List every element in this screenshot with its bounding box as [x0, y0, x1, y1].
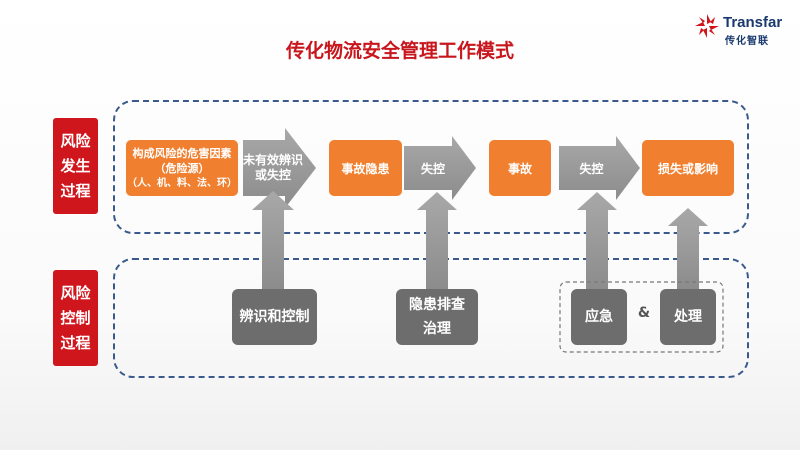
label-line: 过程	[60, 333, 91, 352]
arrow-1-shape	[243, 128, 316, 208]
identify-control-box: 辨识和控制	[232, 289, 317, 345]
accident-hazard-box: 事故隐患	[329, 140, 402, 196]
up-arrow-emergency	[577, 192, 617, 289]
risk-occurrence-label: 风险 发生 过程	[53, 118, 98, 214]
arrow-1-line: 或失控	[254, 168, 291, 182]
page-title: 传化物流安全管理工作模式	[285, 40, 514, 62]
ampersand: &	[637, 305, 651, 321]
up-arrow-hazard	[417, 192, 457, 289]
accident-box: 事故	[489, 140, 551, 196]
hazard-factors-line: 构成风险的危害因素	[132, 146, 232, 160]
emergency-box: 应急	[571, 289, 627, 345]
loss-impact-box: 损失或影响	[642, 140, 734, 196]
emergency-group-frame	[559, 281, 724, 353]
hazard-factors-box: 构成风险的危害因素 （危险源） （人、机、料、法、环）	[126, 140, 238, 196]
hazard-inspection-box: 隐患排查 治理	[396, 289, 478, 345]
label-line: 风险	[60, 131, 91, 150]
label-line: 发生	[60, 156, 91, 175]
handle-box: 处理	[660, 289, 716, 345]
arrow-2-shape	[404, 136, 476, 200]
up-arrow-handle	[668, 208, 708, 289]
hazard-inspection-line: 隐患排查	[409, 297, 465, 313]
hazard-inspection-line: 治理	[423, 321, 451, 337]
hazard-factors-line: （危险源）	[154, 161, 210, 175]
arrow-1-label: 未有效辨识 或失控	[243, 150, 303, 186]
label-line: 风险	[60, 283, 91, 302]
arrow-1-line: 未有效辨识	[243, 153, 304, 167]
logo-name: Transfar	[723, 14, 783, 31]
transfar-logo-icon	[695, 14, 719, 38]
transfar-logo: Transfar 传化智联	[693, 10, 793, 50]
label-line: 过程	[60, 181, 91, 200]
arrow-3-label: 失控	[579, 161, 604, 176]
label-line: 控制	[60, 308, 91, 327]
risk-control-label: 风险 控制 过程	[53, 270, 98, 366]
arrow-2-label: 失控	[420, 161, 445, 176]
logo-subtitle: 传化智联	[725, 36, 769, 47]
up-arrow-identify	[252, 191, 294, 289]
hazard-factors-line: （人、机、料、法、环）	[127, 177, 237, 189]
arrow-3-shape	[559, 136, 640, 200]
